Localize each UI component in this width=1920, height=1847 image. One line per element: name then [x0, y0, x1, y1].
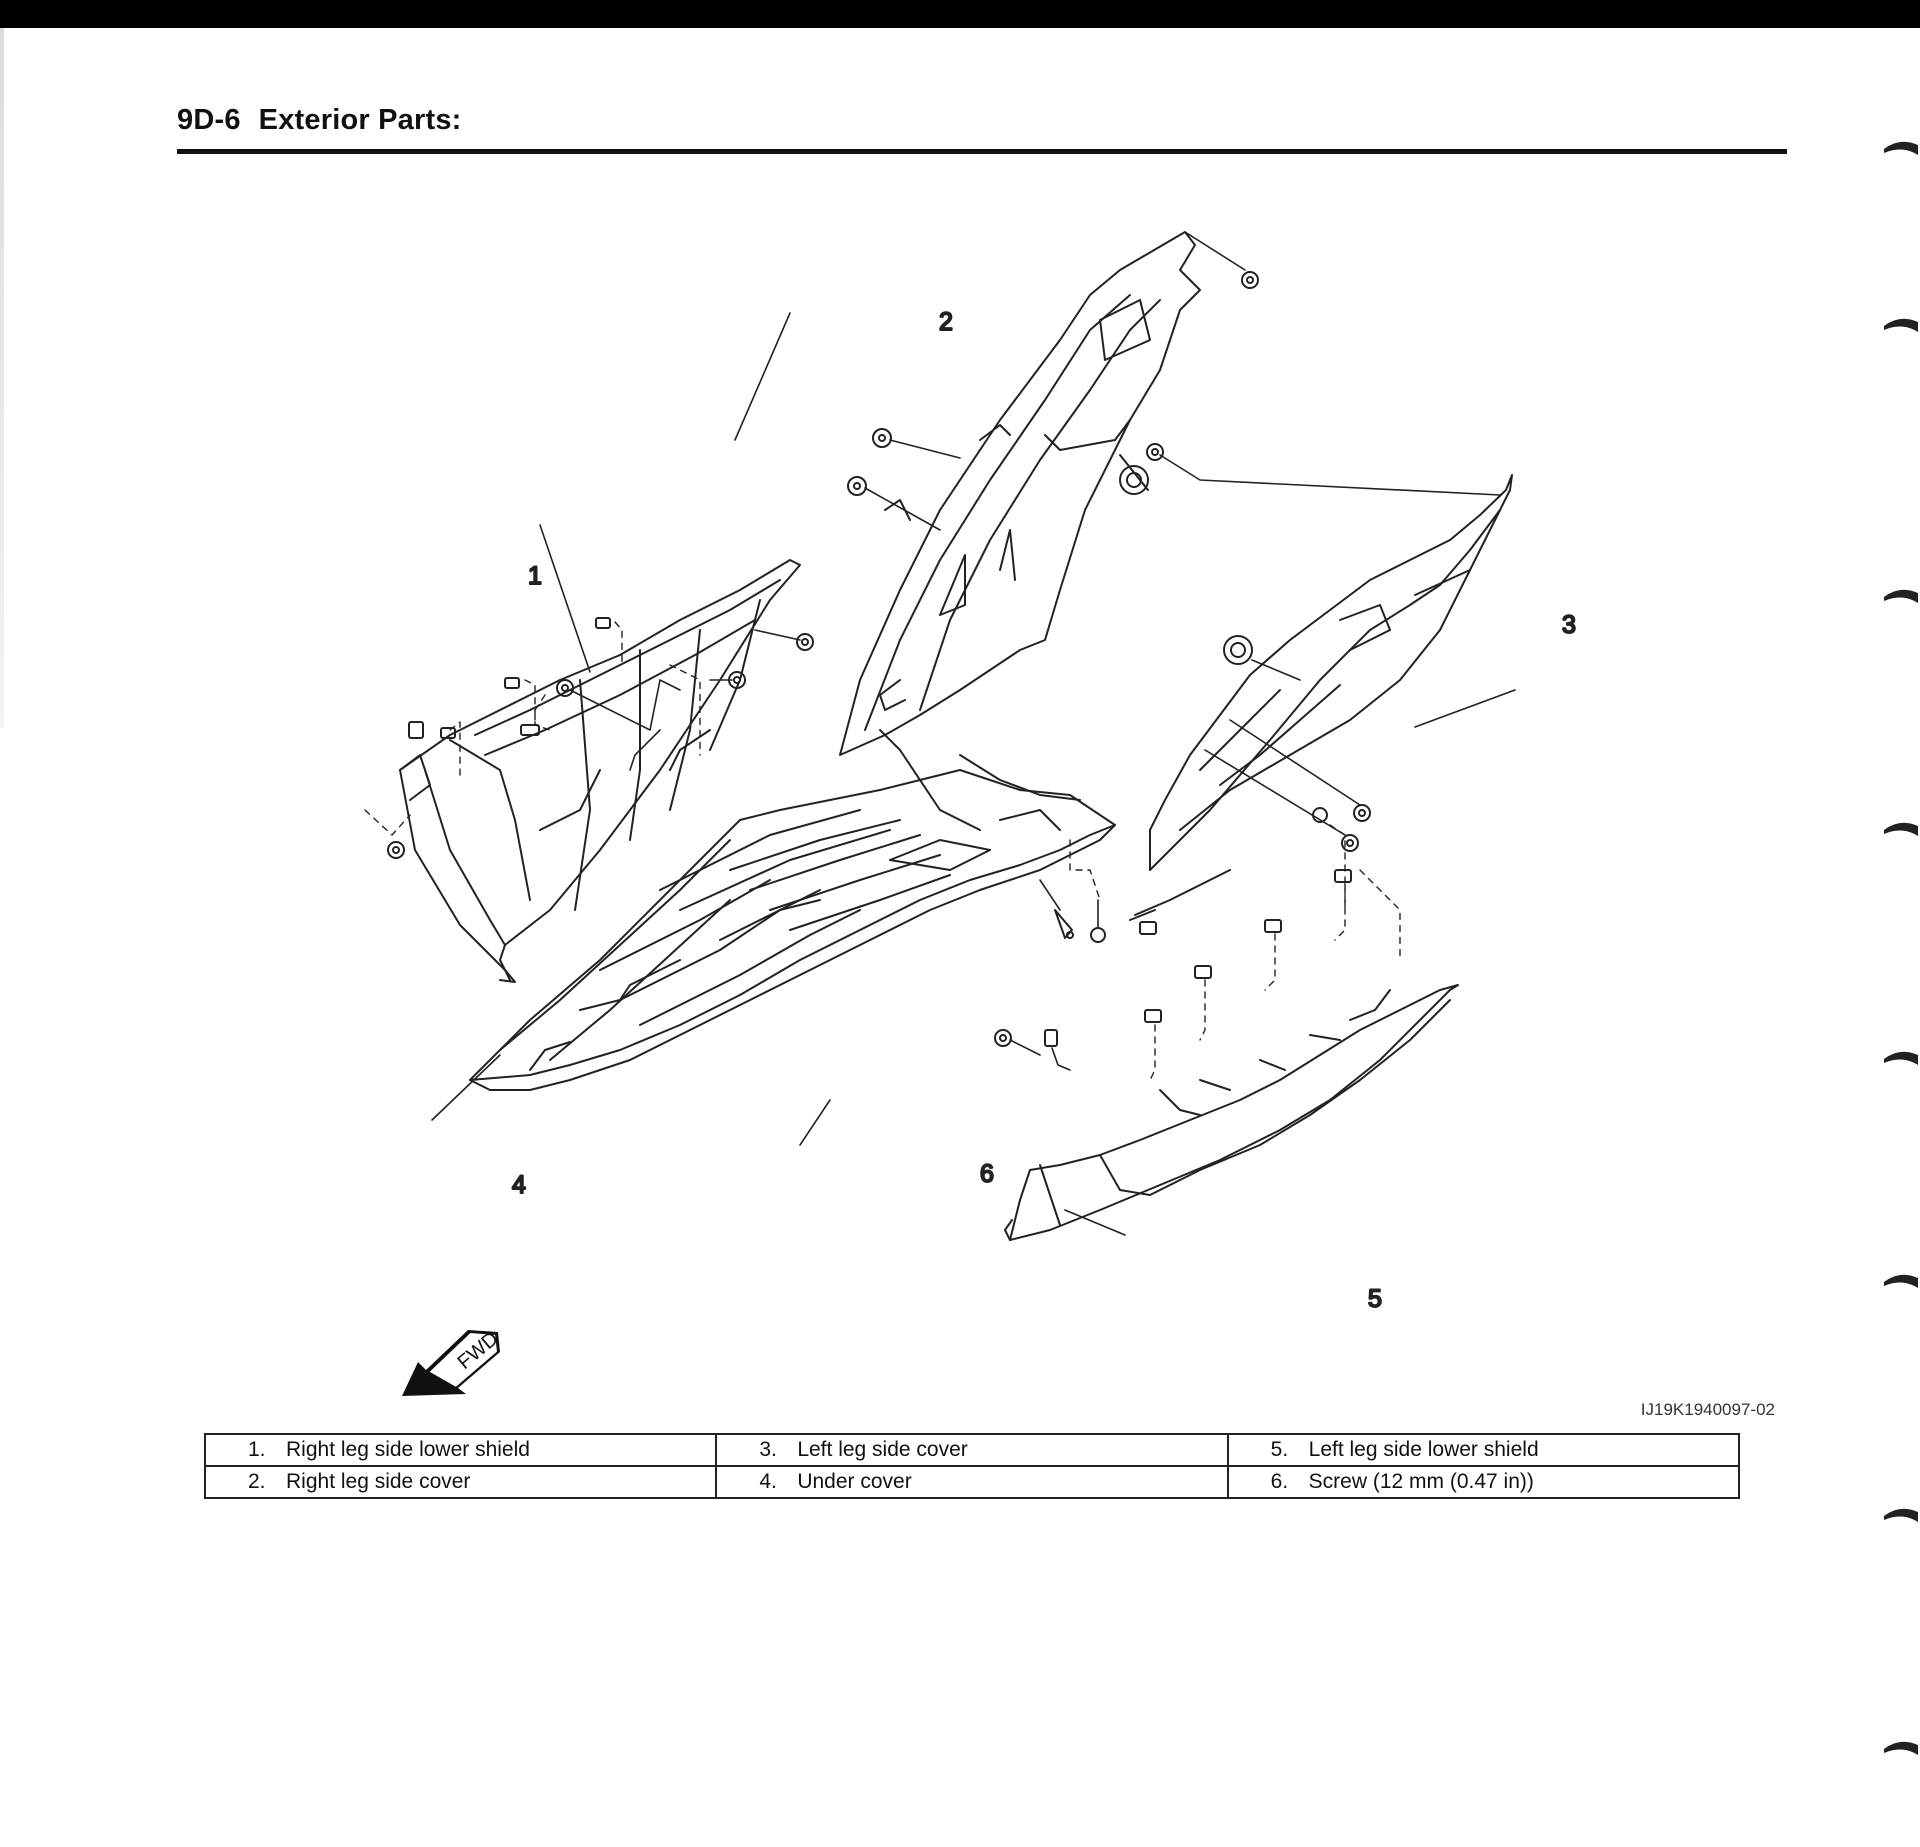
part-right-leg-side-cover: [839, 231, 1259, 756]
exploded-parts-diagram: 1 2 3 4 5 6: [300, 210, 1650, 1440]
callout-2: 2: [939, 308, 953, 336]
page-title: 9D-6 Exterior Parts:: [177, 104, 1787, 137]
part-left-leg-side-lower-shield: [994, 807, 1459, 1241]
legend-cell: 4.Under cover: [715, 1465, 1229, 1499]
legend-cell: 6.Screw (12 mm (0.47 in)): [1226, 1465, 1741, 1499]
part-left-leg-side-cover: [1129, 443, 1513, 935]
binder-tab-mark: [1884, 822, 1918, 836]
binder-tab-mark: [1884, 1741, 1918, 1755]
part-under-cover: [469, 664, 1116, 1091]
binder-tab-mark: [1884, 1508, 1918, 1522]
legend-row: 2.Right leg side cover 4.Under cover 6.S…: [203, 1465, 1741, 1499]
binder-tab-mark: [1884, 589, 1918, 603]
parts-legend-table: 1.Right leg side lower shield 3.Left leg…: [203, 1433, 1741, 1499]
part-right-leg-side-lower-shield: [364, 559, 814, 983]
legend-cell: 1.Right leg side lower shield: [203, 1433, 718, 1467]
section-title: Exterior Parts:: [258, 104, 462, 136]
scan-top-border: [0, 0, 1920, 28]
legend-cell: 3.Left leg side cover: [715, 1433, 1229, 1467]
callout-5: 5: [1368, 1285, 1382, 1313]
callout-4: 4: [512, 1171, 526, 1199]
callout-1: 1: [528, 562, 542, 590]
binder-tab-mark: [1884, 141, 1918, 155]
binder-tab-mark: [1884, 1274, 1918, 1288]
fwd-arrow-icon: FWD: [402, 1328, 503, 1396]
binder-tab-mark: [1884, 1051, 1918, 1065]
legend-row: 1.Right leg side lower shield 3.Left leg…: [203, 1433, 1741, 1467]
binder-tab-mark: [1884, 318, 1918, 332]
callout-3: 3: [1562, 611, 1576, 639]
legend-cell: 5.Left leg side lower shield: [1226, 1433, 1741, 1467]
page-header: 9D-6 Exterior Parts:: [177, 104, 1787, 154]
callout-6: 6: [980, 1160, 994, 1188]
section-number: 9D-6: [177, 104, 241, 136]
header-rule: [177, 149, 1787, 154]
scan-left-edge: [0, 28, 4, 728]
callout-leaders: [431, 312, 1516, 1236]
figure-id: IJ19K1940097-02: [1640, 1400, 1775, 1419]
legend-cell: 2.Right leg side cover: [203, 1465, 718, 1499]
